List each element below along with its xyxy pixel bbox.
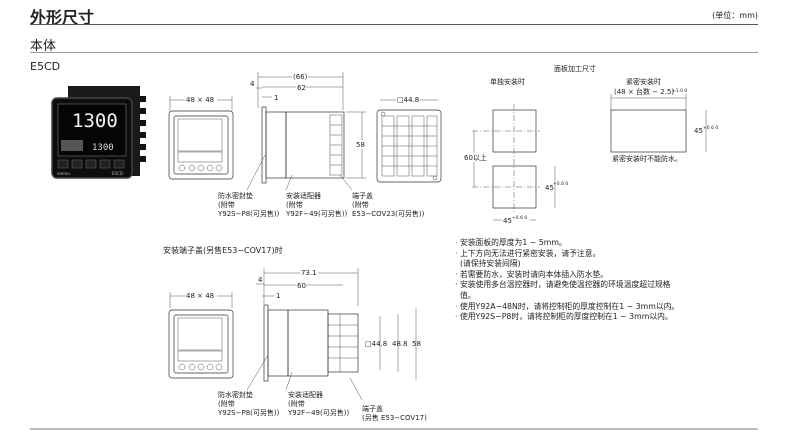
note: · 上下方向无法进行紧密安装，请予注意。 xyxy=(455,248,601,258)
notes-list: · 安装面板的厚度为1 ~ 5mm。 · 上下方向无法进行紧密安装，请予注意。 … xyxy=(455,238,679,323)
callouts-1: 防水密封垫 (附带 Y92S−P8(可另售)) 安装适配器 (附带 Y92F−4… xyxy=(217,191,425,218)
svg-text:防水密封垫: 防水密封垫 xyxy=(218,191,253,200)
back-dim-1: □44.8 xyxy=(397,96,419,104)
svg-text:安装适配器: 安装适配器 xyxy=(286,191,321,200)
cutout-height-tol: +0.6 0 xyxy=(553,181,568,187)
group-height-tol: +0.6 0 xyxy=(703,125,718,131)
note: · 安装使用多台温控器时，请避免使温控器的环境温度超过规格 xyxy=(455,280,671,290)
dim-gap-1: 1 xyxy=(274,94,278,102)
svg-text:(附带: (附带 xyxy=(352,200,369,209)
cutout-spacing: 60以上 xyxy=(464,153,487,162)
svg-text:Y92S−P8(可另售)): Y92S−P8(可另售)) xyxy=(217,408,280,417)
svg-text:防水密封垫: 防水密封垫 xyxy=(218,390,253,399)
back-view-1: □44.8 xyxy=(376,95,442,183)
svg-text:(附带: (附带 xyxy=(218,200,235,209)
svg-text:端子盖: 端子盖 xyxy=(352,191,373,200)
svg-text:端子盖: 端子盖 xyxy=(362,404,383,413)
view2-title: 安装端子盖(另售E53−COV17)时 xyxy=(163,245,283,255)
dim-panel-2: 4 xyxy=(258,276,263,284)
svg-text:安装适配器: 安装适配器 xyxy=(288,390,323,399)
section-title: 本体 xyxy=(30,39,57,54)
cutout-width-tol: +0.6 0 xyxy=(512,215,527,221)
dim-panel-1: 4 xyxy=(250,80,255,88)
photo-sv-display: 1300 xyxy=(92,143,114,153)
dim-gap-2: 1 xyxy=(276,292,280,300)
bottom-divider xyxy=(30,428,758,430)
unit-label: (单位：mm) xyxy=(712,11,758,20)
product-photo: 1300 1300 omron E5CD xyxy=(51,86,146,179)
panel-cutout: 面板加工尺寸 单独安装时 紧密安装时 60以上 45 +0.6 0 45 +0.… xyxy=(463,64,718,225)
dim-overall-2: 73.1 xyxy=(301,269,317,277)
dim-height-2: 58 xyxy=(412,340,421,348)
svg-text:(附带: (附带 xyxy=(286,200,303,209)
group-note: 紧密安装时不能防水。 xyxy=(612,154,682,163)
dim-overall-1: (66) xyxy=(293,73,308,81)
cutout-title: 面板加工尺寸 xyxy=(554,64,596,73)
dim-body-1: 62 xyxy=(297,84,306,92)
section-divider xyxy=(30,52,758,53)
front-view-1: 48 × 48 xyxy=(168,95,234,180)
group-width: (48 × 台数 − 2.5) xyxy=(614,87,674,96)
cutout-width: 45 xyxy=(503,217,512,225)
svg-text:E53−COV23(可另售)): E53−COV23(可另售)) xyxy=(352,209,425,218)
note: · 使用Y92S−P8时，请将控制柜的厚度控制在1 ~ 3mm以内。 xyxy=(455,312,673,322)
photo-brand: omron xyxy=(57,171,70,176)
note: · 安装面板的厚度为1 ~ 5mm。 xyxy=(455,238,567,247)
note: (请保持安装间隔) xyxy=(455,259,521,269)
cutout-single-title: 单独安装时 xyxy=(490,77,525,86)
svg-text:(附带: (附带 xyxy=(218,399,235,408)
dim-body-2: 60 xyxy=(297,282,306,290)
callouts-2: 防水密封垫 (附带 Y92S−P8(可另售)) 安装适配器 (附带 Y92F−4… xyxy=(217,390,427,422)
svg-text:Y92S−P8(可另售)): Y92S−P8(可另售)) xyxy=(217,209,280,218)
model-name: E5CD xyxy=(30,60,61,73)
front-dim-1: 48 × 48 xyxy=(186,96,214,104)
front-dim-2: 48 × 48 xyxy=(186,292,214,300)
svg-text:Y92F−49(可另售)): Y92F−49(可另售)) xyxy=(287,408,349,417)
svg-text:Y92F−49(可另售)): Y92F−49(可另售)) xyxy=(285,209,347,218)
side-view-2: 73.1 60 4 1 □44.8 48.8 58 xyxy=(246,268,421,401)
svg-text:(附带: (附带 xyxy=(288,399,305,408)
note: · 若需要防水，安装时请向本体插入防水垫。 xyxy=(455,269,609,279)
cutout-height: 45 xyxy=(545,184,554,192)
photo-model-mark: E5CD xyxy=(112,171,123,176)
page-title: 外形尺寸 xyxy=(30,8,95,27)
dim-height-1: 58 xyxy=(356,141,365,149)
front-view-2: 48 × 48 xyxy=(168,291,234,379)
photo-pv-display: 1300 xyxy=(72,110,118,132)
group-width-tol: +1.0 0 xyxy=(672,88,687,94)
note: · 使用Y92A−48N时，请将控制柜的厚度控制在1 ~ 3mm以内。 xyxy=(455,301,680,311)
dim-mid-2: 48.8 xyxy=(392,340,408,348)
cutout-group-title: 紧密安装时 xyxy=(626,77,661,86)
side-view-1: (66) 62 4 1 58 xyxy=(246,72,368,191)
svg-text:(另售 E53−COV17): (另售 E53−COV17) xyxy=(362,413,427,422)
title-divider xyxy=(30,24,758,25)
group-height: 45 xyxy=(694,127,703,135)
note: 值。 xyxy=(455,290,476,300)
dim-sq-2: □44.8 xyxy=(365,340,387,348)
